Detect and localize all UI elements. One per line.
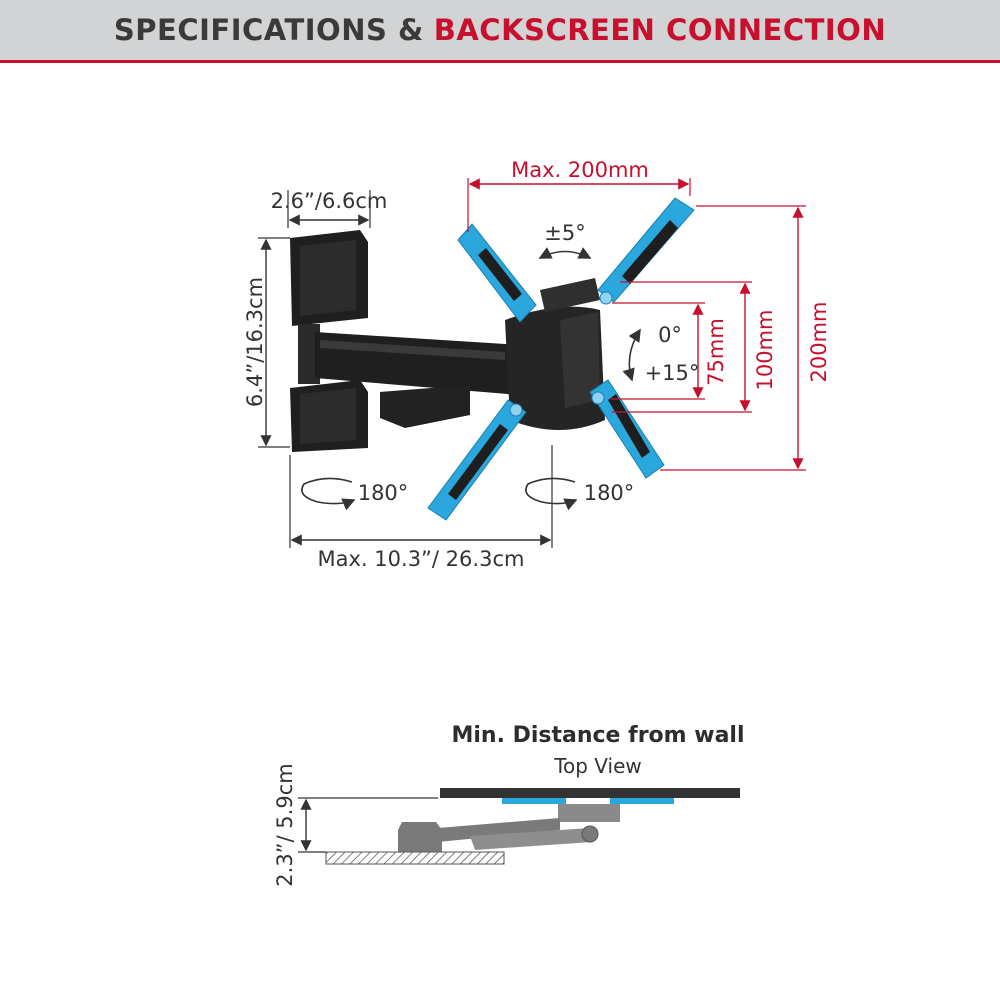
top-view-diagram [325, 788, 740, 865]
vesa-75-dimension: 75mm [610, 302, 728, 400]
min-distance-label: 2.3”/ 5.9cm [273, 763, 297, 886]
tilt-up-label: 0° [658, 323, 682, 347]
tilt-arrow-icon [538, 247, 592, 259]
width-label: 2.6”/6.6cm [271, 189, 388, 213]
tilt-down-label: +15° [645, 361, 700, 385]
tv-screen [440, 788, 740, 798]
tv-adapter-plate [558, 804, 620, 822]
tilt-vertical: 0° +15° [622, 323, 700, 385]
max-extension-dimension: Max. 10.3”/ 26.3cm [289, 445, 553, 571]
header-title-part2: BACKSCREEN CONNECTION [433, 13, 887, 47]
max-vesa-width-label: Max. 200mm [511, 158, 649, 182]
wall-bracket-top-view [398, 822, 442, 852]
vesa-100-dimension: 100mm [612, 281, 777, 413]
vesa-200-dimension: 200mm [660, 205, 831, 471]
tv-bracket-left [502, 798, 566, 804]
tilt-side-label: ±5° [544, 221, 585, 245]
vesa-bracket-upper-right [597, 197, 695, 305]
wall-plate [290, 230, 368, 452]
vesa-100-label: 100mm [753, 310, 777, 391]
vesa-200-label: 200mm [807, 302, 831, 383]
header-title-part1: SPECIFICATIONS & [113, 13, 424, 47]
tv-bracket-right [610, 798, 674, 804]
swivel-right-label: 180° [584, 481, 635, 505]
swivel-left-label: 180° [358, 481, 409, 505]
max-vesa-width-dimension: Max. 200mm [467, 158, 691, 232]
swivel-left: 180° [301, 477, 409, 511]
top-view-title: Min. Distance from wall [451, 723, 744, 748]
rotate-arrow-icon [525, 477, 578, 511]
mount-arm [315, 278, 605, 430]
wall-hatch [325, 851, 505, 865]
swivel-right: 180° [525, 477, 635, 511]
top-view-subtitle: Top View [553, 754, 642, 778]
vesa-bracket-upper-left [457, 223, 537, 323]
height-label: 6.4”/16.3cm [243, 277, 267, 407]
min-distance-dimension: 2.3”/ 5.9cm [273, 763, 438, 887]
max-extension-label: Max. 10.3”/ 26.3cm [318, 547, 525, 571]
rotate-arrow-icon [301, 477, 356, 511]
vesa-bracket-lower-left [427, 399, 527, 521]
vesa-bracket-lower-right [589, 379, 665, 479]
tilt-side: ±5° [538, 221, 592, 259]
tilt-arrow-icon [622, 328, 641, 382]
page-header: SPECIFICATIONS & BACKSCREEN CONNECTION [0, 0, 1000, 63]
height-dimension: 6.4”/16.3cm [243, 237, 290, 448]
width-dimension: 2.6”/6.6cm [271, 189, 388, 228]
vesa-75-label: 75mm [704, 318, 728, 386]
